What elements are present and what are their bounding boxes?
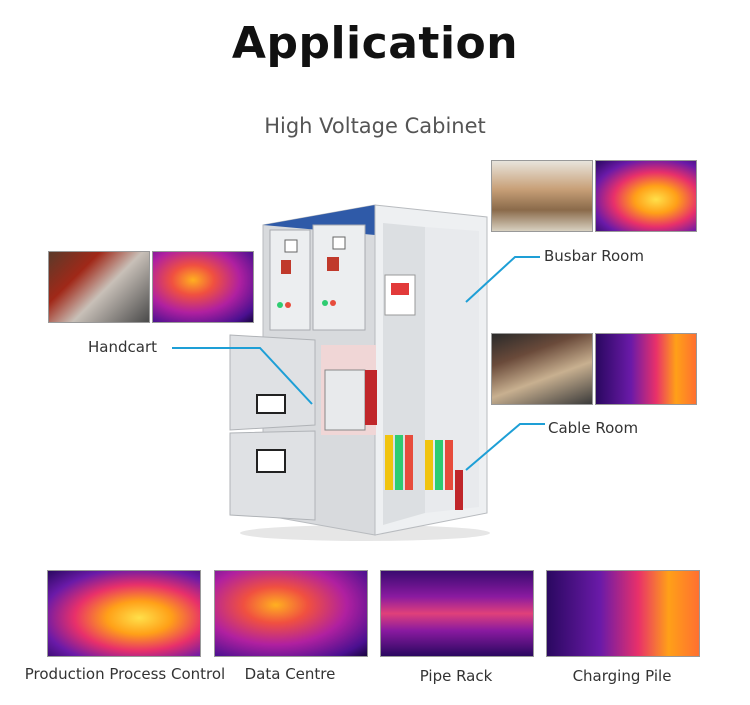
handcart-photo <box>48 251 150 323</box>
application-image-data-centre <box>214 570 368 657</box>
callout-cable-room: Cable Room <box>548 419 639 437</box>
application-image-pipe-rack <box>380 570 534 657</box>
busbar-thermal-image <box>595 160 697 232</box>
callout-handcart: Handcart <box>88 338 157 356</box>
busbar-photo <box>491 160 593 232</box>
cable-room-photo <box>491 333 593 405</box>
application-label: Pipe Rack <box>419 667 493 685</box>
handcart-thermal-image <box>152 251 254 323</box>
callout-busbar-room: Busbar Room <box>544 247 644 265</box>
application-label: Charging Pile <box>572 667 672 685</box>
application-label: Data Centre <box>244 665 336 683</box>
application-image-charging-pile <box>546 570 700 657</box>
page-subtitle: High Voltage Cabinet <box>264 114 486 138</box>
application-image-production <box>47 570 201 657</box>
cabinet-illustration <box>229 204 490 541</box>
page-title: Application <box>231 18 519 69</box>
application-label: Production Process Control <box>24 665 226 683</box>
cable-room-thermal-image <box>595 333 697 405</box>
